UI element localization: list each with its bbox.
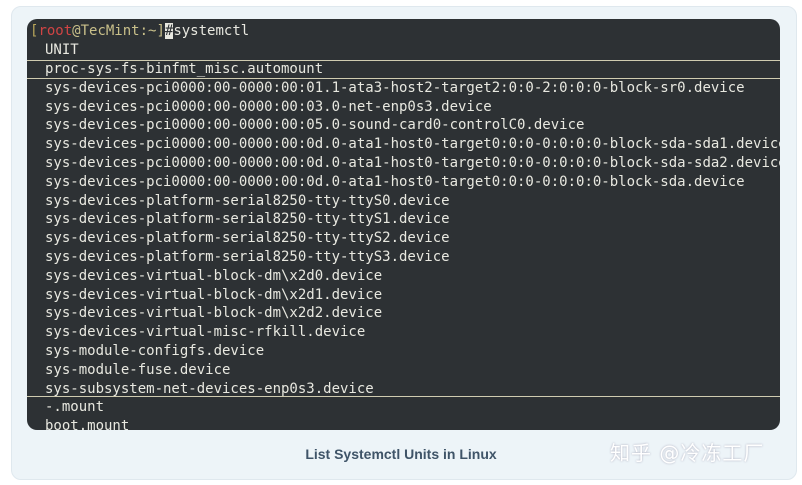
unit-row: sys-devices-virtual-misc-rfkill.device xyxy=(45,324,366,341)
figure-caption: List Systemctl Units in Linux xyxy=(305,446,497,462)
unit-row: sys-devices-pci0000:00-0000:00:0d.0-ata1… xyxy=(45,155,780,171)
unit-row: sys-module-configfs.device xyxy=(45,343,265,359)
unit-row: sys-devices-platform-serial8250-tty-ttyS… xyxy=(45,249,450,265)
cursor: # xyxy=(164,23,174,39)
divider xyxy=(27,60,780,61)
terminal-screenshot: [root@TecMint:~]#systemctl UNIT proc-sys… xyxy=(27,19,780,430)
unit-row: sys-module-fuse.device xyxy=(45,361,231,378)
unit-row: sys-devices-pci0000:00-0000:00:0d.0-ata1… xyxy=(45,173,745,190)
unit-row: sys-devices-pci0000:00-0000:00:01.1-ata3… xyxy=(45,79,745,96)
unit-row: sys-devices-pci0000:00-0000:00:05.0-soun… xyxy=(45,117,585,134)
unit-row: sys-devices-platform-serial8250-tty-ttyS… xyxy=(45,211,450,228)
column-header-unit: UNIT xyxy=(45,42,79,58)
unit-row: sys-devices-pci0000:00-0000:00:0d.0-ata1… xyxy=(45,136,780,153)
prompt-host: @TecMint:~] xyxy=(72,23,165,39)
unit-row: sys-devices-platform-serial8250-tty-ttyS… xyxy=(45,192,450,209)
shell-prompt: [root@TecMint:~]#systemctl xyxy=(30,22,249,40)
command: systemctl xyxy=(173,23,250,39)
watermark: 知乎 @冷冻工厂 xyxy=(610,441,765,465)
prompt-user: root xyxy=(38,23,73,39)
prompt-bracket: [ xyxy=(30,23,39,39)
unit-row: sys-devices-virtual-block-dm\x2d0.device xyxy=(45,267,383,284)
unit-row: -.mount xyxy=(45,399,105,416)
unit-row: proc-sys-fs-binfmt_misc.automount xyxy=(45,61,324,77)
unit-row: sys-devices-platform-serial8250-tty-ttyS… xyxy=(45,230,450,247)
divider xyxy=(27,78,780,79)
divider xyxy=(27,396,780,397)
unit-row: sys-devices-virtual-block-dm\x2d2.device xyxy=(45,305,383,322)
unit-row: sys-devices-pci0000:00-0000:00:03.0-net-… xyxy=(45,98,492,115)
unit-row: sys-devices-virtual-block-dm\x2d1.device xyxy=(45,286,383,303)
unit-row: boot.mount xyxy=(45,418,130,430)
unit-row: sys-subsystem-net-devices-enp0s3.device xyxy=(45,380,374,397)
